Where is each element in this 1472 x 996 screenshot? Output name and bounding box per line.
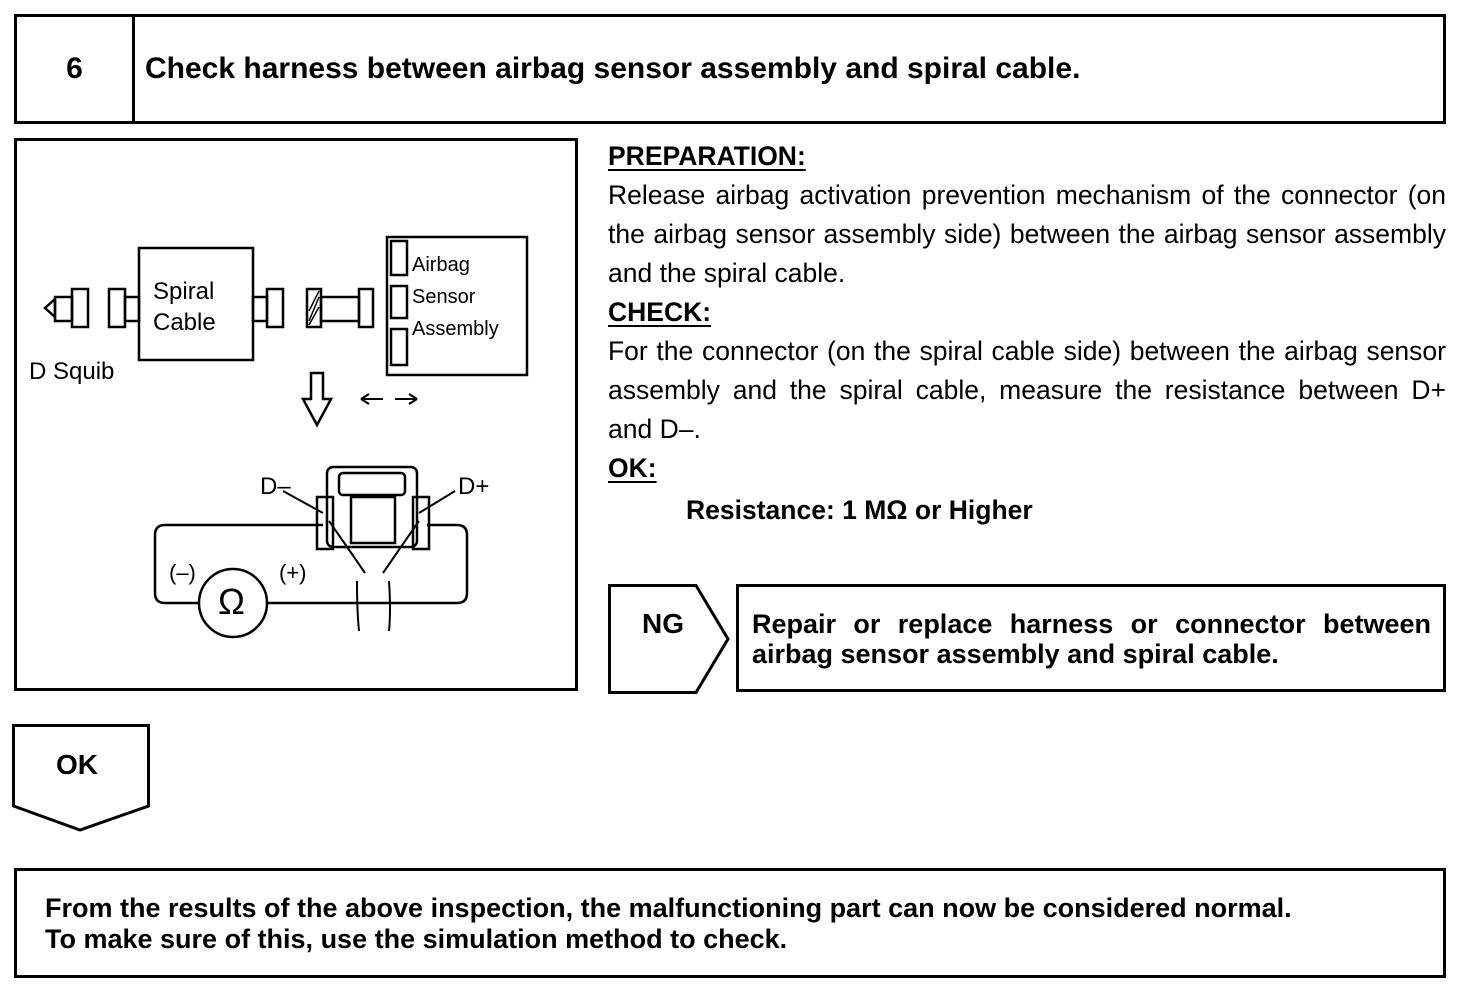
spiral-cable-label-line2: Cable: [153, 309, 216, 336]
step-header: 6 Check harness between airbag sensor as…: [14, 14, 1446, 124]
plus-probe-label: (+): [279, 560, 307, 585]
d-minus-label: D–: [260, 473, 291, 500]
probe-leads: [328, 520, 420, 632]
spiral-cable-right-connector-icon: [251, 287, 285, 329]
sensor-label-line1: Airbag: [412, 254, 470, 276]
ok-label: OK: [56, 749, 98, 780]
minus-probe-label: (–): [169, 560, 196, 585]
ng-action-box: Repair or replace harness or connector b…: [736, 584, 1446, 692]
preparation-heading: PREPARATION:: [608, 141, 806, 171]
airbag-sensor-assembly-block: [385, 235, 529, 377]
down-arrow-icon: [300, 371, 334, 428]
result-line-1: From the results of the above inspection…: [45, 893, 1292, 923]
ng-action-text: Repair or replace harness or connector b…: [752, 609, 1431, 669]
ng-label: NG: [642, 608, 684, 639]
connector-under-test-icon: [315, 465, 431, 551]
check-text: For the connector (on the spiral cable s…: [608, 336, 1446, 444]
d-plus-label: D+: [458, 473, 490, 500]
preparation-text: Release airbag activation prevention mec…: [608, 180, 1446, 288]
check-heading: CHECK:: [608, 297, 712, 327]
hatched-connector-icon: [305, 287, 375, 329]
resistance-spec: Resistance: 1 MΩ or Higher: [686, 495, 1033, 525]
ohm-symbol: Ω: [218, 581, 245, 622]
spiral-cable-left-connector-icon: [107, 287, 141, 329]
ok-arrow-shape: [12, 724, 150, 832]
connection-diagram: Spiral Cable Airbag Sensor Assembly D Sq…: [14, 138, 578, 691]
result-line-2: To make sure of this, use the simulation…: [45, 924, 788, 954]
step-title: Check harness between airbag sensor asse…: [145, 52, 1081, 85]
meter-lead-loop: [153, 523, 469, 605]
d-squib-connector-icon: [43, 287, 90, 329]
sensor-label-line3: Assembly: [412, 318, 499, 340]
sensor-label-line2: Sensor: [412, 286, 476, 308]
result-box: From the results of the above inspection…: [14, 868, 1446, 978]
d-squib-label: D Squib: [29, 358, 115, 385]
left-right-arrow-icon: [360, 393, 418, 405]
step-number: 6: [17, 17, 135, 121]
ng-arrow-shape: [608, 584, 730, 694]
instructions: PREPARATION: Release airbag activation p…: [608, 137, 1446, 530]
spiral-cable-label-line1: Spiral: [153, 278, 215, 305]
ok-heading: OK:: [608, 453, 657, 483]
ohmmeter-icon: [197, 567, 269, 639]
